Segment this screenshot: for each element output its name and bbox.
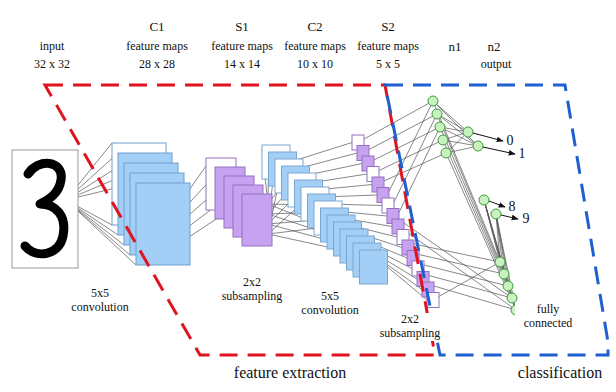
header-label: feature maps	[284, 40, 346, 54]
feature-map	[136, 183, 190, 265]
class-digit: 1	[519, 146, 526, 162]
operation-label: 5x5 convolution	[292, 290, 368, 318]
connection-line	[433, 101, 478, 146]
neuron	[438, 135, 448, 145]
layer-name: S1	[235, 20, 249, 35]
region-title: feature extraction	[234, 364, 346, 382]
neuron	[507, 293, 517, 303]
output-arrow	[483, 147, 515, 154]
operation-label: 2x2 subsampling	[214, 276, 290, 304]
operation-label: fully connected	[515, 303, 581, 331]
connection-line	[443, 140, 512, 298]
neuron	[495, 257, 505, 267]
connection-line	[433, 101, 468, 132]
output-arrow	[473, 133, 503, 141]
output-arrow	[489, 201, 505, 207]
layer-name: S2	[381, 20, 395, 35]
header-label: feature maps	[357, 40, 419, 54]
header-label: input	[40, 40, 65, 54]
connection-line	[369, 114, 437, 150]
connection-line	[437, 114, 504, 274]
connection-line	[439, 262, 500, 297]
layer-name: n2	[488, 40, 501, 55]
layer-name: C2	[307, 20, 322, 35]
neuron	[499, 269, 509, 279]
size-label: 5 x 5	[376, 58, 400, 72]
neuron	[432, 109, 442, 119]
layer-name: C1	[149, 20, 164, 35]
neuron	[503, 281, 513, 291]
connection-line	[484, 200, 516, 310]
feature-map	[360, 250, 388, 284]
handwritten-digit	[25, 163, 64, 254]
connection-line	[364, 101, 433, 139]
neuron	[441, 148, 451, 158]
connection-line	[419, 255, 504, 275]
region-title: classification	[518, 364, 602, 382]
class-digit: 9	[523, 211, 530, 227]
connection-line	[379, 140, 443, 171]
class-digit: 8	[509, 199, 516, 215]
input-image	[12, 150, 78, 268]
connection-line	[424, 265, 508, 286]
size-label: 14 x 14	[224, 58, 260, 72]
neuron	[491, 209, 501, 219]
connection-line	[496, 214, 516, 310]
size-label: 28 x 28	[139, 58, 175, 72]
size-label: 32 x 32	[34, 58, 70, 72]
subsampled-map	[242, 194, 272, 246]
connection-line	[414, 244, 500, 262]
output-arrow	[501, 215, 518, 219]
class-digit: 0	[507, 133, 514, 149]
connection-line	[404, 223, 512, 298]
header-label: output	[481, 58, 512, 72]
neuron	[473, 141, 483, 151]
connection-line	[440, 127, 508, 286]
connection-line	[446, 153, 516, 310]
neuron	[463, 127, 473, 137]
layer-name: n1	[449, 40, 462, 55]
operation-label: 5x5 convolution	[62, 287, 138, 315]
operation-label: 2x2 subsampling	[372, 313, 448, 341]
neuron	[435, 122, 445, 132]
connection-line	[384, 153, 446, 181]
neuron	[428, 96, 438, 106]
size-label: 10 x 10	[297, 58, 333, 72]
neuron	[479, 195, 489, 205]
header-label: feature maps	[126, 40, 188, 54]
connection-line	[433, 101, 500, 262]
connection-line	[434, 286, 516, 310]
header-label: feature maps	[211, 40, 273, 54]
